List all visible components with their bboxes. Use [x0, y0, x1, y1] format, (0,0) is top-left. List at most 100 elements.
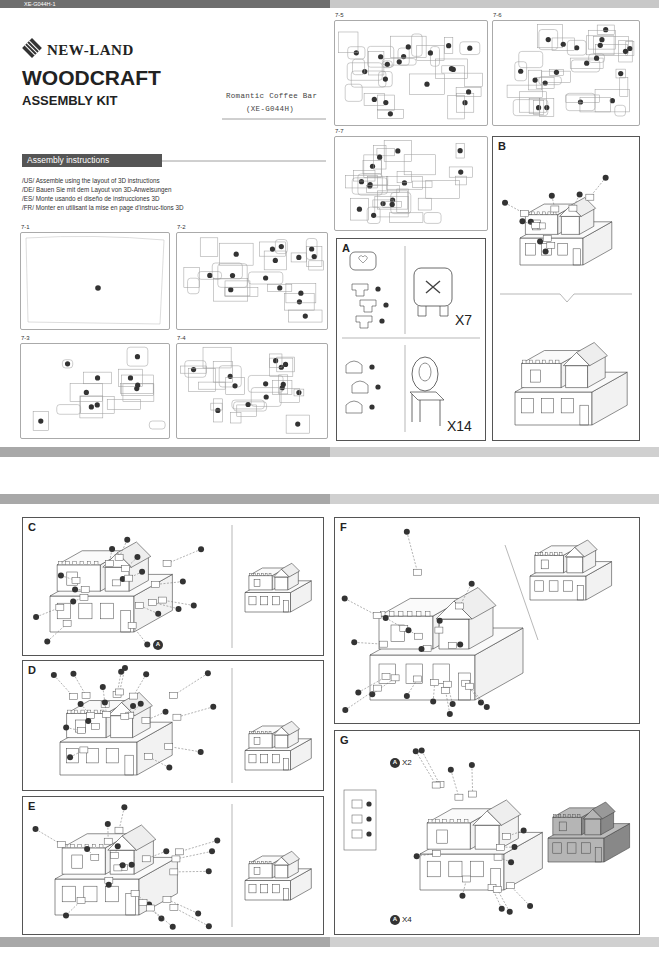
part-piece [543, 236, 551, 242]
page-bar [0, 494, 330, 504]
title-text: NEW-LAND [47, 41, 134, 59]
callout-dot [205, 670, 211, 676]
callout-dot [499, 906, 505, 912]
chair-hole [419, 363, 431, 381]
railing [265, 862, 267, 864]
callout-dot [120, 862, 126, 868]
leg-piece [360, 300, 376, 312]
window [535, 581, 544, 591]
cut-part [213, 361, 232, 382]
part-piece [374, 685, 382, 691]
quantity-label: X2 [402, 758, 412, 768]
part-piece [432, 782, 440, 788]
callout-dot [296, 390, 301, 395]
callout-dot [158, 915, 164, 921]
section-heading: Assembly instructions [27, 154, 109, 167]
callout-dot [537, 238, 543, 244]
window [272, 754, 279, 762]
stool-cross [426, 281, 440, 293]
leader-line [451, 770, 459, 797]
callout-dot [234, 252, 239, 257]
sheet-number: 7-5 [335, 12, 344, 19]
callout-dot [561, 42, 566, 47]
cut-part [57, 405, 81, 415]
part-piece [170, 905, 178, 911]
callout-dot [379, 318, 384, 323]
callout-dot [155, 611, 161, 617]
part-piece [115, 554, 123, 560]
part-piece [466, 683, 474, 689]
callout-dot [527, 903, 533, 909]
part-piece [551, 206, 559, 212]
page-bar [330, 0, 659, 8]
railing [426, 612, 431, 617]
callout-dot [459, 893, 465, 899]
callout-dot [195, 910, 201, 916]
step-panel: B [492, 136, 640, 441]
callout-dot [38, 418, 43, 423]
house-drawing [420, 800, 542, 890]
cut-part [404, 155, 436, 175]
cut-part [286, 415, 309, 433]
callout-dot [128, 375, 133, 380]
window [561, 399, 573, 413]
callout-dot [70, 671, 76, 677]
parts-sheet: 7-3 [20, 343, 170, 439]
railing [543, 360, 546, 363]
door [573, 249, 580, 265]
callout-dot [65, 361, 70, 366]
callout-dot [507, 909, 513, 915]
callout-dot [283, 362, 288, 367]
window [559, 822, 566, 831]
part-piece [122, 566, 130, 572]
part-piece [569, 205, 577, 211]
callout-dot [369, 364, 374, 369]
callout-dot [139, 569, 145, 575]
cut-part [294, 389, 304, 396]
arrow-notch [560, 294, 574, 302]
part-piece [391, 675, 399, 681]
leader-line [119, 807, 124, 830]
cut-part [184, 267, 200, 287]
callout-dot [577, 191, 583, 197]
circled-letter: A [152, 641, 164, 648]
callout-dot [105, 821, 111, 827]
part-piece [111, 853, 119, 859]
railing [399, 612, 404, 617]
cut-part [464, 73, 482, 87]
divider [574, 294, 632, 295]
callout-dot [163, 848, 169, 854]
callout-dot [298, 291, 303, 296]
leader-line [73, 674, 86, 696]
callout-dot [191, 603, 197, 609]
callout-dot [404, 693, 410, 699]
cut-part [83, 372, 111, 384]
railing [390, 612, 395, 617]
callout-dot [214, 837, 220, 843]
railing [408, 612, 413, 617]
railing [553, 212, 556, 215]
callout-dot [263, 381, 268, 386]
cut-part [620, 78, 628, 97]
railing [428, 819, 432, 823]
railing [74, 710, 77, 713]
callout-dot [449, 66, 454, 71]
callout-dot [366, 831, 371, 836]
cut-part [212, 263, 242, 279]
part-piece [57, 841, 65, 847]
cut-part [418, 198, 431, 210]
divider [232, 525, 233, 648]
cut-part [533, 101, 543, 115]
railing [536, 553, 538, 555]
cut-part [456, 93, 474, 112]
railing [523, 360, 526, 363]
page-bar [330, 447, 659, 457]
page-bar [0, 0, 330, 8]
railing [250, 732, 252, 734]
callout-dot [215, 408, 220, 413]
railing [457, 819, 461, 823]
railing [80, 561, 84, 565]
callout-dot [51, 672, 57, 678]
cut-part [390, 213, 423, 223]
part-piece [379, 641, 387, 647]
